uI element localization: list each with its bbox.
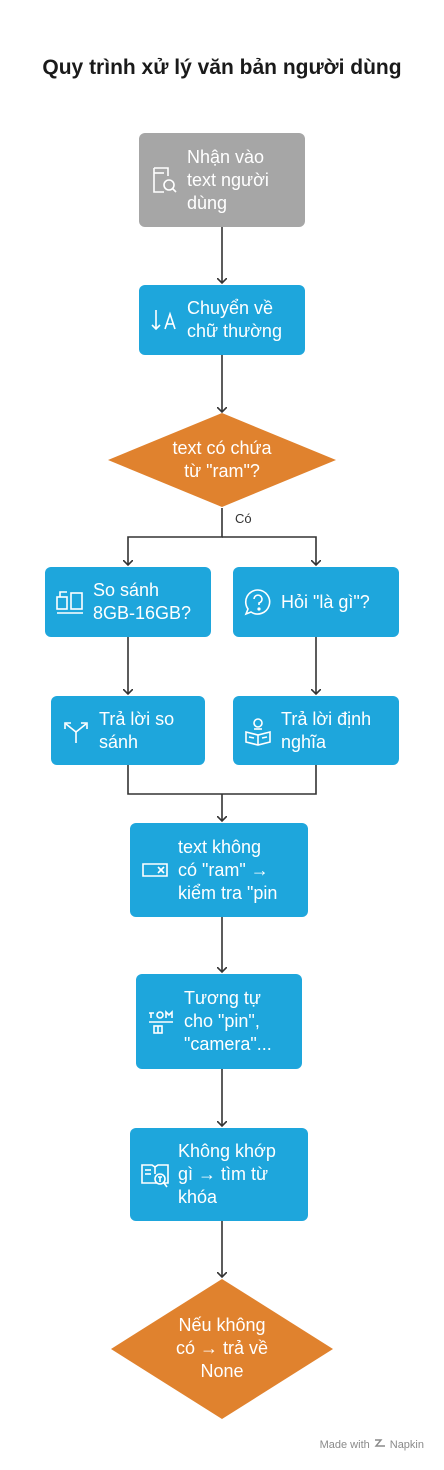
node-ask-what[interactable]: Hỏi "là gì"?	[233, 567, 399, 637]
edge-merge	[127, 765, 317, 795]
decision-ram-label[interactable]: text có chứa từ "ram"?	[172, 438, 272, 481]
decision-ram-shape	[108, 413, 336, 507]
node-answer-definition-label: Trả lời định nghĩa	[281, 708, 372, 752]
node-receive-text[interactable]: Nhận vào text người dùng	[139, 133, 305, 227]
search-document-icon	[149, 165, 179, 195]
node-compare[interactable]: So sánh 8GB-16GB?	[45, 567, 211, 637]
decision-none-shape	[111, 1279, 333, 1419]
node-similar[interactable]: Tương tự cho "pin", "camera"...	[136, 974, 302, 1069]
node-answer-definition[interactable]: Trả lời định nghĩa	[233, 696, 399, 765]
input-clear-icon	[140, 859, 170, 881]
decision-none-label[interactable]: Nếu không có → trả về None	[175, 1315, 269, 1381]
node-lowercase[interactable]: Chuyển về chữ thường	[139, 285, 305, 355]
arrow-down-a-icon	[149, 307, 179, 333]
footer-brand: Napkin	[389, 1438, 424, 1451]
node-ask-what-label: Hỏi "là gì"?	[281, 591, 370, 612]
node-answer-compare-label: Trả lời so sánh	[99, 708, 175, 752]
question-bubble-icon	[243, 587, 273, 617]
reading-book-icon	[243, 716, 273, 746]
node-no-match[interactable]: Không khớp gì → tìm từ khóa	[130, 1128, 308, 1221]
napkin-logo-icon	[374, 1438, 386, 1451]
node-no-ram[interactable]: text không có "ram" → kiểm tra "pin	[130, 823, 308, 917]
book-search-icon	[140, 1160, 170, 1190]
split-arrows-icon	[61, 717, 91, 745]
node-no-match-label: Không khớp gì → tìm từ khóa	[178, 1141, 276, 1207]
edge-label-yes: Có	[235, 511, 252, 526]
node-answer-compare[interactable]: Trả lời so sánh	[51, 696, 205, 765]
edge-decision-split	[128, 508, 223, 565]
tag-list-icon	[146, 1007, 176, 1037]
edge-decision-split-right	[222, 536, 316, 565]
node-receive-label: Nhận vào text người dùng	[187, 146, 269, 213]
made-with-napkin[interactable]: Made with Napkin	[320, 1438, 424, 1451]
compare-icon	[55, 588, 85, 616]
footer-made-with: Made with	[319, 1438, 370, 1451]
node-lowercase-label: Chuyển về chữ thường	[187, 298, 282, 341]
node-no-ram-label: text không có "ram" → kiểm tra "pin	[178, 836, 278, 903]
node-similar-label: Tương tự cho "pin", "camera"...	[184, 988, 272, 1054]
page-title: Quy trình xử lý văn bản người dùng	[42, 56, 402, 79]
node-compare-label: So sánh 8GB-16GB?	[93, 580, 192, 623]
